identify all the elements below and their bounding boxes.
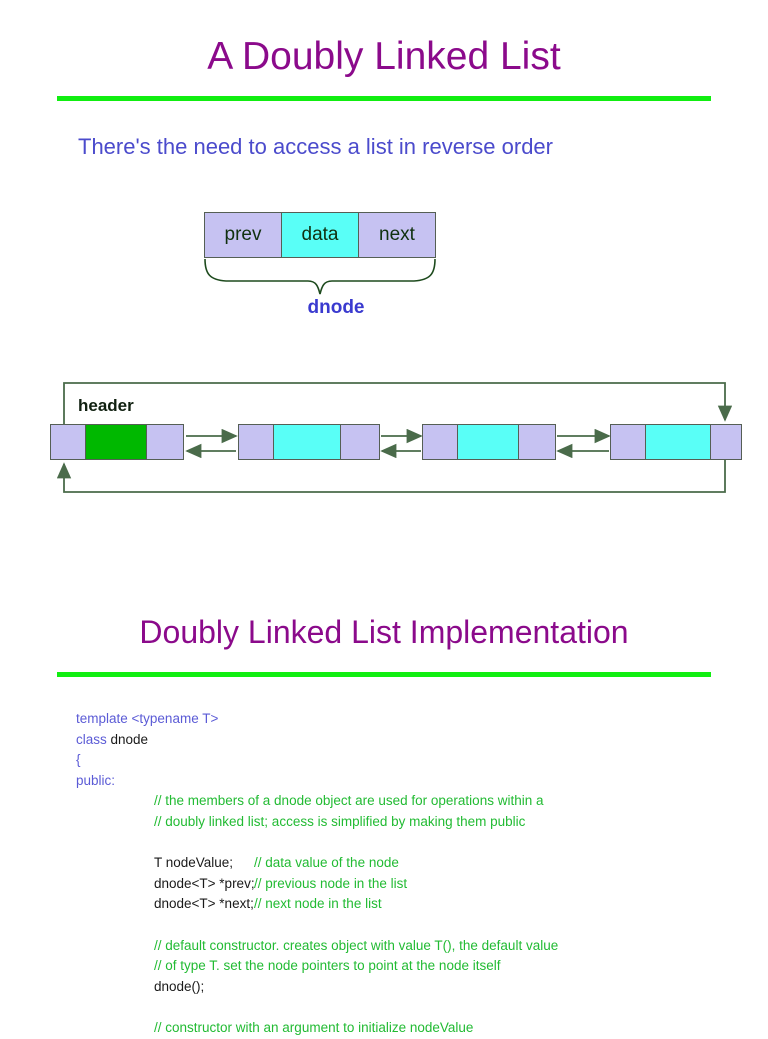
code-line: {	[76, 750, 766, 771]
dnode-brace-label: dnode	[307, 297, 365, 318]
node-cell-data	[86, 424, 146, 460]
code-token: // previous node in the list	[254, 875, 408, 891]
code-line: T nodeValue; // data value of the node	[76, 853, 766, 874]
dnode-diagram: prev data next	[204, 212, 436, 258]
code-token: // constructor with an argument to initi…	[154, 1019, 474, 1035]
node-cell-prev	[422, 424, 458, 460]
list-connector-lines	[56, 382, 733, 493]
code-token: dnode	[110, 731, 149, 747]
code-token: dnode<T> *prev;	[154, 875, 255, 891]
dnode-cell-data: data	[282, 212, 358, 258]
code-line: class dnode	[76, 730, 766, 751]
code-line: // of type T. set the node pointers to p…	[76, 956, 766, 977]
code-token: class	[76, 731, 111, 747]
code-line	[76, 915, 766, 936]
node-cell-next	[146, 424, 184, 460]
code-token: T nodeValue;	[154, 855, 234, 871]
code-line: dnode<T> *prev;// previous node in the l…	[76, 874, 766, 895]
dnode-cell-prev: prev	[204, 212, 282, 258]
code-token: template <typename T>	[76, 711, 219, 726]
code-line: template <typename T>	[76, 709, 766, 730]
code-line: // the members of a dnode object are use…	[76, 791, 766, 812]
node-cell-data	[458, 424, 518, 460]
code-token: // the members of a dnode object are use…	[154, 793, 544, 809]
code-line: // doubly linked list; access is simplif…	[76, 812, 766, 833]
code-line: dnode();	[76, 977, 766, 998]
node-cell-prev	[50, 424, 86, 460]
code-line: // default constructor. creates object w…	[76, 936, 766, 957]
curly-brace-icon	[204, 258, 436, 295]
node-cell-next	[340, 424, 380, 460]
code-line: dnode<T> *next;// next node in the list	[76, 894, 766, 915]
code-token: // next node in the list	[254, 896, 382, 912]
header-node-label: header	[78, 396, 134, 415]
code-token: dnode();	[154, 978, 205, 994]
title-rule-top	[57, 96, 711, 101]
list-node-header	[50, 424, 184, 460]
section-title: Doubly Linked List Implementation	[139, 614, 629, 650]
code-token: // data value of the node	[254, 855, 399, 871]
node-cell-next	[518, 424, 556, 460]
node-cell-prev	[610, 424, 646, 460]
node-cell-data	[274, 424, 340, 460]
code-line	[76, 997, 766, 1018]
code-token: dnode<T> *next;	[154, 896, 254, 912]
code-listing: template <typename T>class dnode{public:…	[76, 709, 766, 1039]
list-node-2	[422, 424, 556, 460]
code-token: // default constructor. creates object w…	[154, 937, 559, 953]
code-token: public:	[76, 772, 116, 788]
code-token: {	[76, 752, 81, 768]
title-rule-bottom	[57, 672, 711, 677]
code-line: // constructor with an argument to initi…	[76, 1018, 766, 1039]
code-token: // doubly linked list; access is simplif…	[154, 813, 526, 829]
code-token: // of type T. set the node pointers to p…	[154, 958, 501, 974]
node-cell-prev	[238, 424, 274, 460]
code-line	[76, 833, 766, 854]
subtitle-text: There's the need to access a list in rev…	[78, 134, 553, 159]
node-cell-next	[710, 424, 742, 460]
linked-list-diagram: header	[0, 370, 768, 505]
page-title: A Doubly Linked List	[207, 35, 561, 78]
dnode-cell-next: next	[358, 212, 436, 258]
code-line: public:	[76, 771, 766, 792]
list-node-1	[238, 424, 380, 460]
node-cell-data	[646, 424, 710, 460]
list-node-3	[610, 424, 742, 460]
